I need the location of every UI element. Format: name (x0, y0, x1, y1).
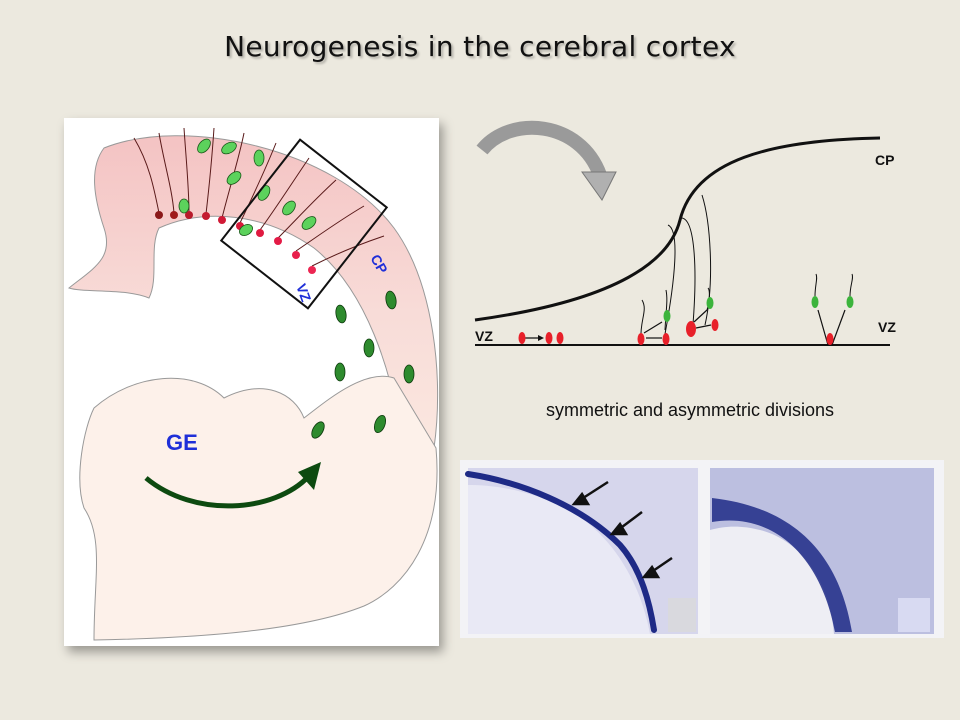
photo-right-stain (712, 498, 852, 632)
label-cp-right: CP (875, 152, 894, 168)
photo-left-stain (465, 471, 657, 633)
migration-arrow (144, 474, 311, 509)
photo-right-tissue (710, 468, 934, 634)
label-vz: VZ (293, 282, 314, 305)
inset-box (219, 138, 389, 310)
figure-caption: symmetric and asymmetric divisions (545, 400, 835, 420)
photo-left-box (668, 598, 696, 632)
photo-right-box (898, 598, 930, 632)
label-vz-right: VZ (878, 319, 896, 335)
zoom-arrow (476, 120, 607, 178)
symmetric-progenitors (518, 332, 564, 344)
slide-title: Neurogenesis in the cerebral cortex (224, 30, 736, 63)
label-ge: GE (166, 430, 198, 455)
in-situ-images (465, 468, 934, 634)
asymmetric-arrows (643, 309, 712, 339)
label-vz-left: VZ (475, 328, 493, 344)
photo-left-tissue (468, 468, 698, 634)
vz-progenitors (155, 211, 316, 274)
in-situ-photos (460, 460, 944, 638)
zoom-arrowhead (581, 171, 617, 201)
ge-migrating-neurons (311, 290, 415, 439)
cp-boundary (474, 136, 881, 322)
migration-arrowhead (298, 462, 321, 490)
cortex-schematic: CP VZ GE (67, 127, 439, 641)
division-schematic-panel: CP VZ VZ (470, 110, 910, 360)
photo-arrows (571, 480, 673, 579)
asymmetric-cells (637, 297, 719, 345)
cortex-neurons (178, 138, 317, 236)
radial-glia (133, 127, 385, 267)
division-schematic: CP VZ VZ (474, 120, 896, 346)
neurogenic-division (811, 273, 854, 346)
cortex-schematic-panel: CP VZ GE (64, 118, 439, 646)
ge-region (79, 375, 438, 641)
